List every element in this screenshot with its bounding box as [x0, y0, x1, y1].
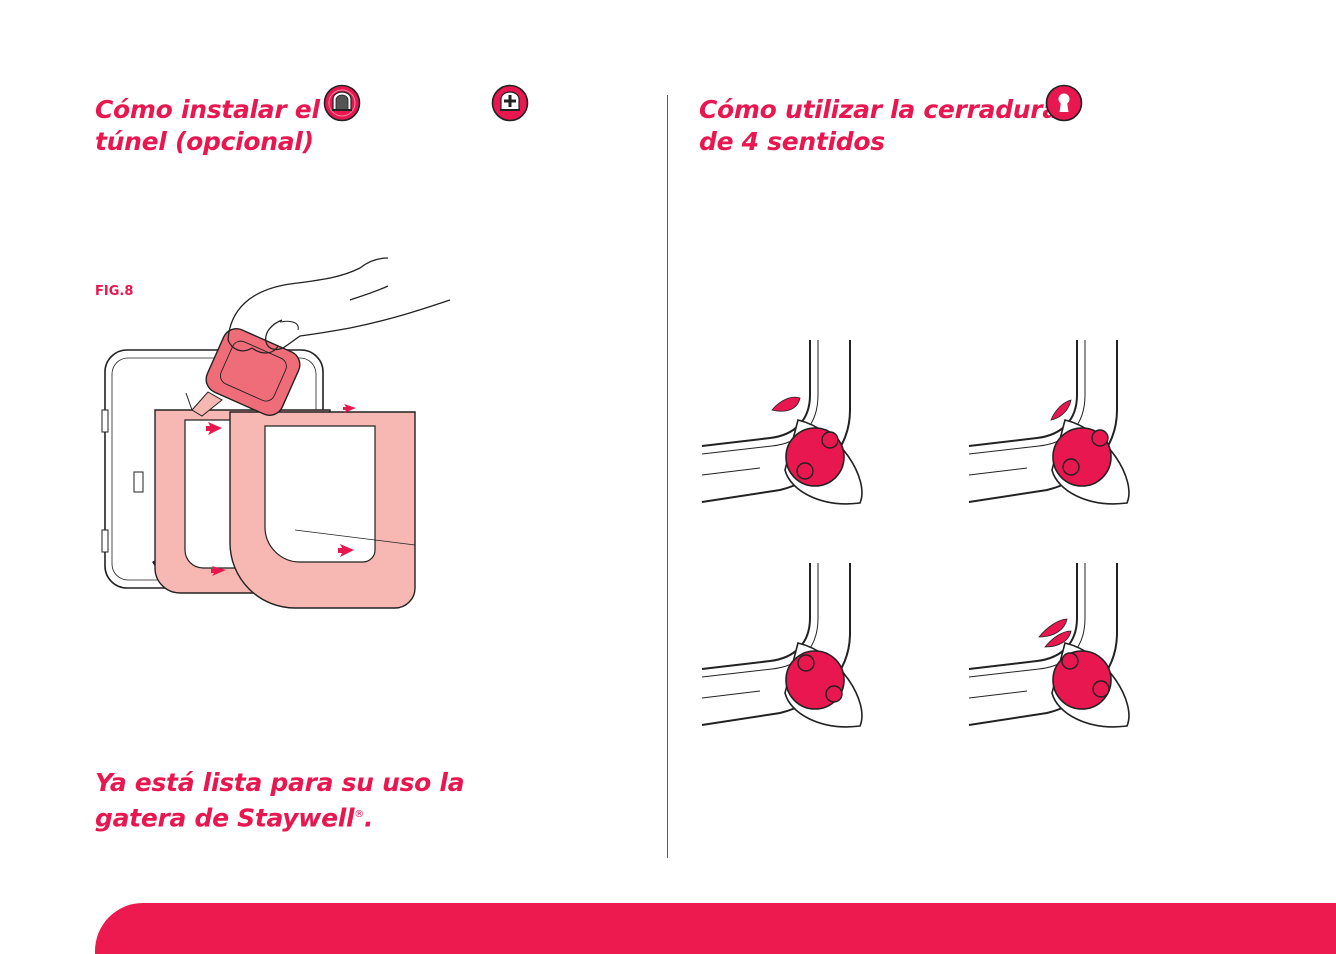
lock-position-4 — [968, 563, 1130, 728]
heading-line: Cómo utilizar la cerradura — [699, 95, 1059, 124]
heading-line: túnel (opcional) — [95, 127, 314, 156]
fig8-illustration — [101, 257, 451, 609]
footer-band — [95, 903, 1336, 954]
tunnel-add-icon — [491, 84, 529, 122]
heading-line: de 4 sentidos — [699, 127, 885, 156]
lock-usage-heading: Cómo utilizar la cerradura de 4 sentidos — [699, 94, 1059, 158]
heading-line: Ya está lista para su uso la — [95, 768, 465, 797]
heading-line: Cómo instalar el — [95, 95, 320, 124]
lock-position-1 — [701, 340, 863, 505]
column-divider — [667, 95, 668, 858]
lock-position-3 — [701, 563, 863, 728]
period-text: . — [363, 803, 374, 833]
keyhole-icon — [1045, 84, 1083, 122]
brand-text: gatera de Staywell — [95, 803, 355, 833]
ready-to-use-heading: Ya está lista para su uso la gatera de S… — [95, 767, 465, 834]
tunnel-install-heading: Cómo instalar el túnel (opcional) — [95, 94, 320, 158]
heading-line: gatera de Staywell®. — [95, 799, 464, 834]
tunnel-icon — [323, 84, 361, 122]
figure-label: FIG.8 — [95, 284, 134, 299]
registered-mark: ® — [354, 809, 364, 820]
lock-position-2 — [968, 340, 1130, 505]
